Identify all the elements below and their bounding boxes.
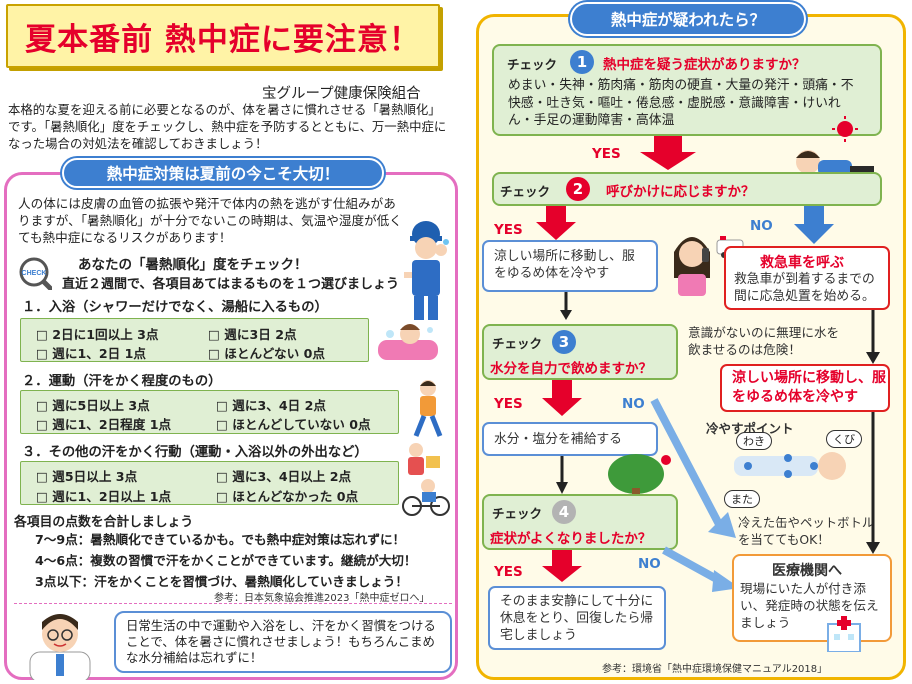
hospital-title: 医療機関へ — [772, 563, 842, 579]
option-checkbox[interactable]: □ 週に1、2日 1点 — [36, 346, 146, 361]
runner-illustration-icon — [413, 380, 443, 437]
check-label: チェック — [492, 506, 543, 521]
option-checkbox[interactable]: □ 週に3、4日 2点 — [216, 398, 326, 413]
check-label: チェック — [507, 57, 558, 72]
no-label: NO — [638, 556, 661, 572]
option-checkbox[interactable]: □ 週に1、2日以上 1点 — [36, 489, 172, 504]
option-checkbox[interactable]: □ 2日に1回以上 3点 — [36, 327, 159, 342]
yes-label: YES — [592, 146, 621, 162]
sun-icon — [832, 116, 858, 142]
panel-header-right: 熱中症が疑われたら？ — [572, 4, 804, 34]
page-title: 夏本番前 熱中症に要注意！ — [25, 21, 421, 58]
arrow-to-hospital — [650, 398, 736, 538]
check-number-2: 2 — [566, 177, 590, 201]
body-cooling-diagram-icon — [734, 452, 846, 480]
cooling-points-title: 冷やすポイント — [706, 421, 794, 436]
phone-call-person-icon — [674, 237, 710, 296]
no-drink-warning: 意識がないのに無理に水を飲ませるのは危険！ — [688, 325, 840, 357]
section-title-exercise: ２．運動（汗をかく程度のもの） — [22, 374, 222, 389]
result-high: 7～9点：暑熱順化できているかも。でも熱中症対策は忘れずに！ — [35, 532, 406, 547]
check-number-4: 4 — [552, 500, 576, 524]
arrow-down-red — [542, 550, 582, 582]
option-checkbox[interactable]: □ 週に3日 2点 — [208, 327, 297, 342]
cool-down-box-2 — [720, 364, 890, 412]
doctor-illustration-icon — [29, 614, 91, 680]
intro-text: 本格的な夏を迎える前に必要となるのが、体を暑さに慣れさせる「暑熱順化」です。「暑… — [8, 102, 447, 151]
check3-box — [482, 324, 678, 380]
no-label: NO — [622, 396, 645, 412]
ambulance-box — [724, 246, 890, 310]
hospital-building-icon — [827, 616, 861, 652]
result-low: 3点以下：汗をかくことを習慣づけ、暑熱順化していきましょう！ — [35, 574, 408, 589]
option-checkbox[interactable]: □ ほとんどなかった 0点 — [216, 489, 359, 504]
label-groin: また — [724, 490, 760, 508]
section-title-bathing: １．入浴（シャワーだけでなく、湯船に入るもの） — [22, 300, 328, 315]
worker-illustration-icon — [404, 221, 449, 320]
panel-header-left: 熱中症対策は夏前の今こそ大切！ — [62, 158, 384, 188]
doctor-speech-bubble: 日常生活の中で運動や入浴をし、汗をかく習慣をつけることで、体を暑さに慣れさせまし… — [114, 611, 452, 673]
option-checkbox[interactable]: □ 週5日以上 3点 — [36, 469, 138, 484]
check1-box — [492, 44, 882, 136]
check-label: チェック — [492, 336, 543, 351]
section-title-other-sweat: ３．その他の汗をかく行動（運動・入浴以外の外出など） — [22, 445, 368, 460]
check-subtitle: 直近２週間で、各項目あてはまるものを１つ選びましょう — [62, 277, 399, 292]
check1-question: 熱中症を疑う症状がありますか？ — [603, 57, 806, 73]
check-number-1: 1 — [570, 50, 594, 74]
cool-down-step: 涼しい場所に移動し、服をゆるめ体を冷やす — [482, 240, 658, 292]
title-banner: 夏本番前 熱中症に要注意！ — [6, 4, 440, 68]
ambulance-body: 救急車が到着するまでの間に応急処置を始める。 — [734, 272, 875, 304]
label-armpit: わき — [736, 432, 772, 450]
options-box-other-sweat — [20, 461, 399, 505]
arrow-down-dark — [866, 412, 880, 554]
hydrate-step: 水分・塩分を補給する — [482, 422, 658, 456]
arrow-down-dark — [560, 292, 572, 320]
symptom-list: めまい・失神・筋肉痛・筋肉の硬直・大量の発汗・頭痛・不快感・吐き気・嘔吐・倦怠感… — [508, 78, 854, 128]
arrow-down-red — [640, 136, 696, 170]
check-number-3: 3 — [552, 330, 576, 354]
result-mid: 4～6点：複数の習慣で汗をかくことができています。継続が大切！ — [35, 553, 417, 568]
arrow-down-red — [542, 380, 582, 416]
reference-left: 参考：日本気象協会推進2023「熱中症ゼロへ」 — [214, 593, 430, 604]
bath-illustration-icon — [378, 324, 438, 360]
option-checkbox[interactable]: □ 週に1、2日程度 1点 — [36, 417, 172, 432]
option-checkbox[interactable]: □ ほとんどしていない 0点 — [216, 417, 371, 432]
arrow-to-hospital — [662, 546, 740, 592]
hospital-box — [732, 554, 892, 642]
check2-question: 呼びかけに応じますか？ — [606, 184, 755, 200]
sun-icon — [661, 455, 671, 465]
option-checkbox[interactable]: □ ほとんどない 0点 — [208, 346, 325, 361]
check-title: あなたの「暑熱順化」度をチェック！ — [78, 257, 308, 273]
arrow-down-dark — [866, 310, 880, 364]
organization-name: 宝グループ健康保険組合 — [262, 86, 421, 102]
yes-label: YES — [494, 564, 523, 580]
panel-intro-text: 人の体には皮膚の血管の拡張や発汗で体内の熱を逃がす仕組みがありますが、「暑熱順化… — [18, 196, 402, 245]
label-neck: くび — [826, 430, 862, 448]
check2-box — [492, 172, 882, 206]
yes-label: YES — [494, 396, 523, 412]
yes-label: YES — [494, 222, 523, 238]
arrow-down-blue — [794, 206, 834, 244]
check4-box — [482, 494, 678, 550]
arrow-down-dark — [556, 456, 568, 494]
option-checkbox[interactable]: □ 週に5日以上 3点 — [36, 398, 150, 413]
check4-question: 症状がよくなりましたか？ — [490, 531, 652, 547]
cool-down-step-2: 涼しい場所に移動し、服をゆるめ体を冷やす — [732, 370, 886, 405]
no-label: NO — [750, 218, 773, 234]
check-label: チェック — [500, 184, 551, 199]
cooling-note: 冷えた缶やペットボトルを当ててもOK！ — [738, 515, 875, 547]
option-checkbox[interactable]: □ 週に3、4日以上 2点 — [216, 469, 352, 484]
hospital-body: 現場にいた人が付き添い、発症時の状態を伝えましょう — [740, 581, 879, 630]
check-icon-label: CHECK — [22, 270, 47, 277]
options-box-bathing — [20, 318, 369, 362]
arrow-down-red — [536, 206, 576, 240]
check3-question: 水分を自力で飲めますか？ — [490, 361, 652, 377]
tally-instruction: 各項目の点数を合計しましょう — [14, 515, 194, 530]
magnifier-check-icon: CHECK — [19, 257, 52, 290]
ambulance-title: 救急車を呼ぶ — [760, 255, 844, 271]
shopping-cyclist-illustration-icon — [402, 443, 450, 516]
reference-right: 参考：環境省「熱中症環境保健マニュアル2018」 — [602, 664, 828, 675]
divider — [14, 603, 452, 604]
rest-step: そのまま安静にして十分に休息をとり、回復したら帰宅しましょう — [488, 586, 666, 650]
options-box-exercise — [20, 390, 399, 434]
